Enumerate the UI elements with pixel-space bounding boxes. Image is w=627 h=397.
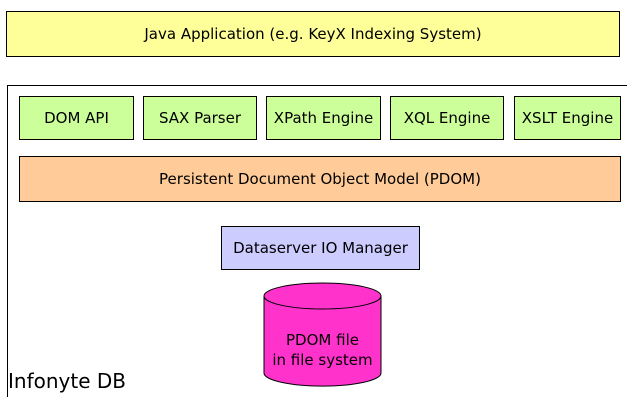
sax-parser-box: SAX Parser [143,96,257,140]
pdom-file-label: PDOM file in file system [263,330,382,370]
io-manager-box: Dataserver IO Manager [221,226,420,270]
java-application-box: Java Application (e.g. KeyX Indexing Sys… [6,11,620,57]
xql-engine-box: XQL Engine [390,96,504,140]
xslt-engine-label: XSLT Engine [521,109,614,127]
xpath-engine-label: XPath Engine [273,109,374,127]
dom-api-label: DOM API [44,109,109,127]
pdom-box: Persistent Document Object Model (PDOM) [19,156,621,202]
pdom-label: Persistent Document Object Model (PDOM) [159,170,481,188]
xslt-engine-box: XSLT Engine [514,96,621,140]
io-manager-label: Dataserver IO Manager [233,239,408,257]
java-application-label: Java Application (e.g. KeyX Indexing Sys… [144,25,482,43]
infonyte-db-label: Infonyte DB [8,369,126,393]
pdom-file-line1: PDOM file [286,331,359,349]
xpath-engine-box: XPath Engine [266,96,381,140]
sax-parser-label: SAX Parser [158,109,242,127]
pdom-file-line2: in file system [272,351,373,369]
pdom-file-cylinder [263,282,382,387]
xql-engine-label: XQL Engine [403,109,491,127]
dom-api-box: DOM API [19,96,134,140]
